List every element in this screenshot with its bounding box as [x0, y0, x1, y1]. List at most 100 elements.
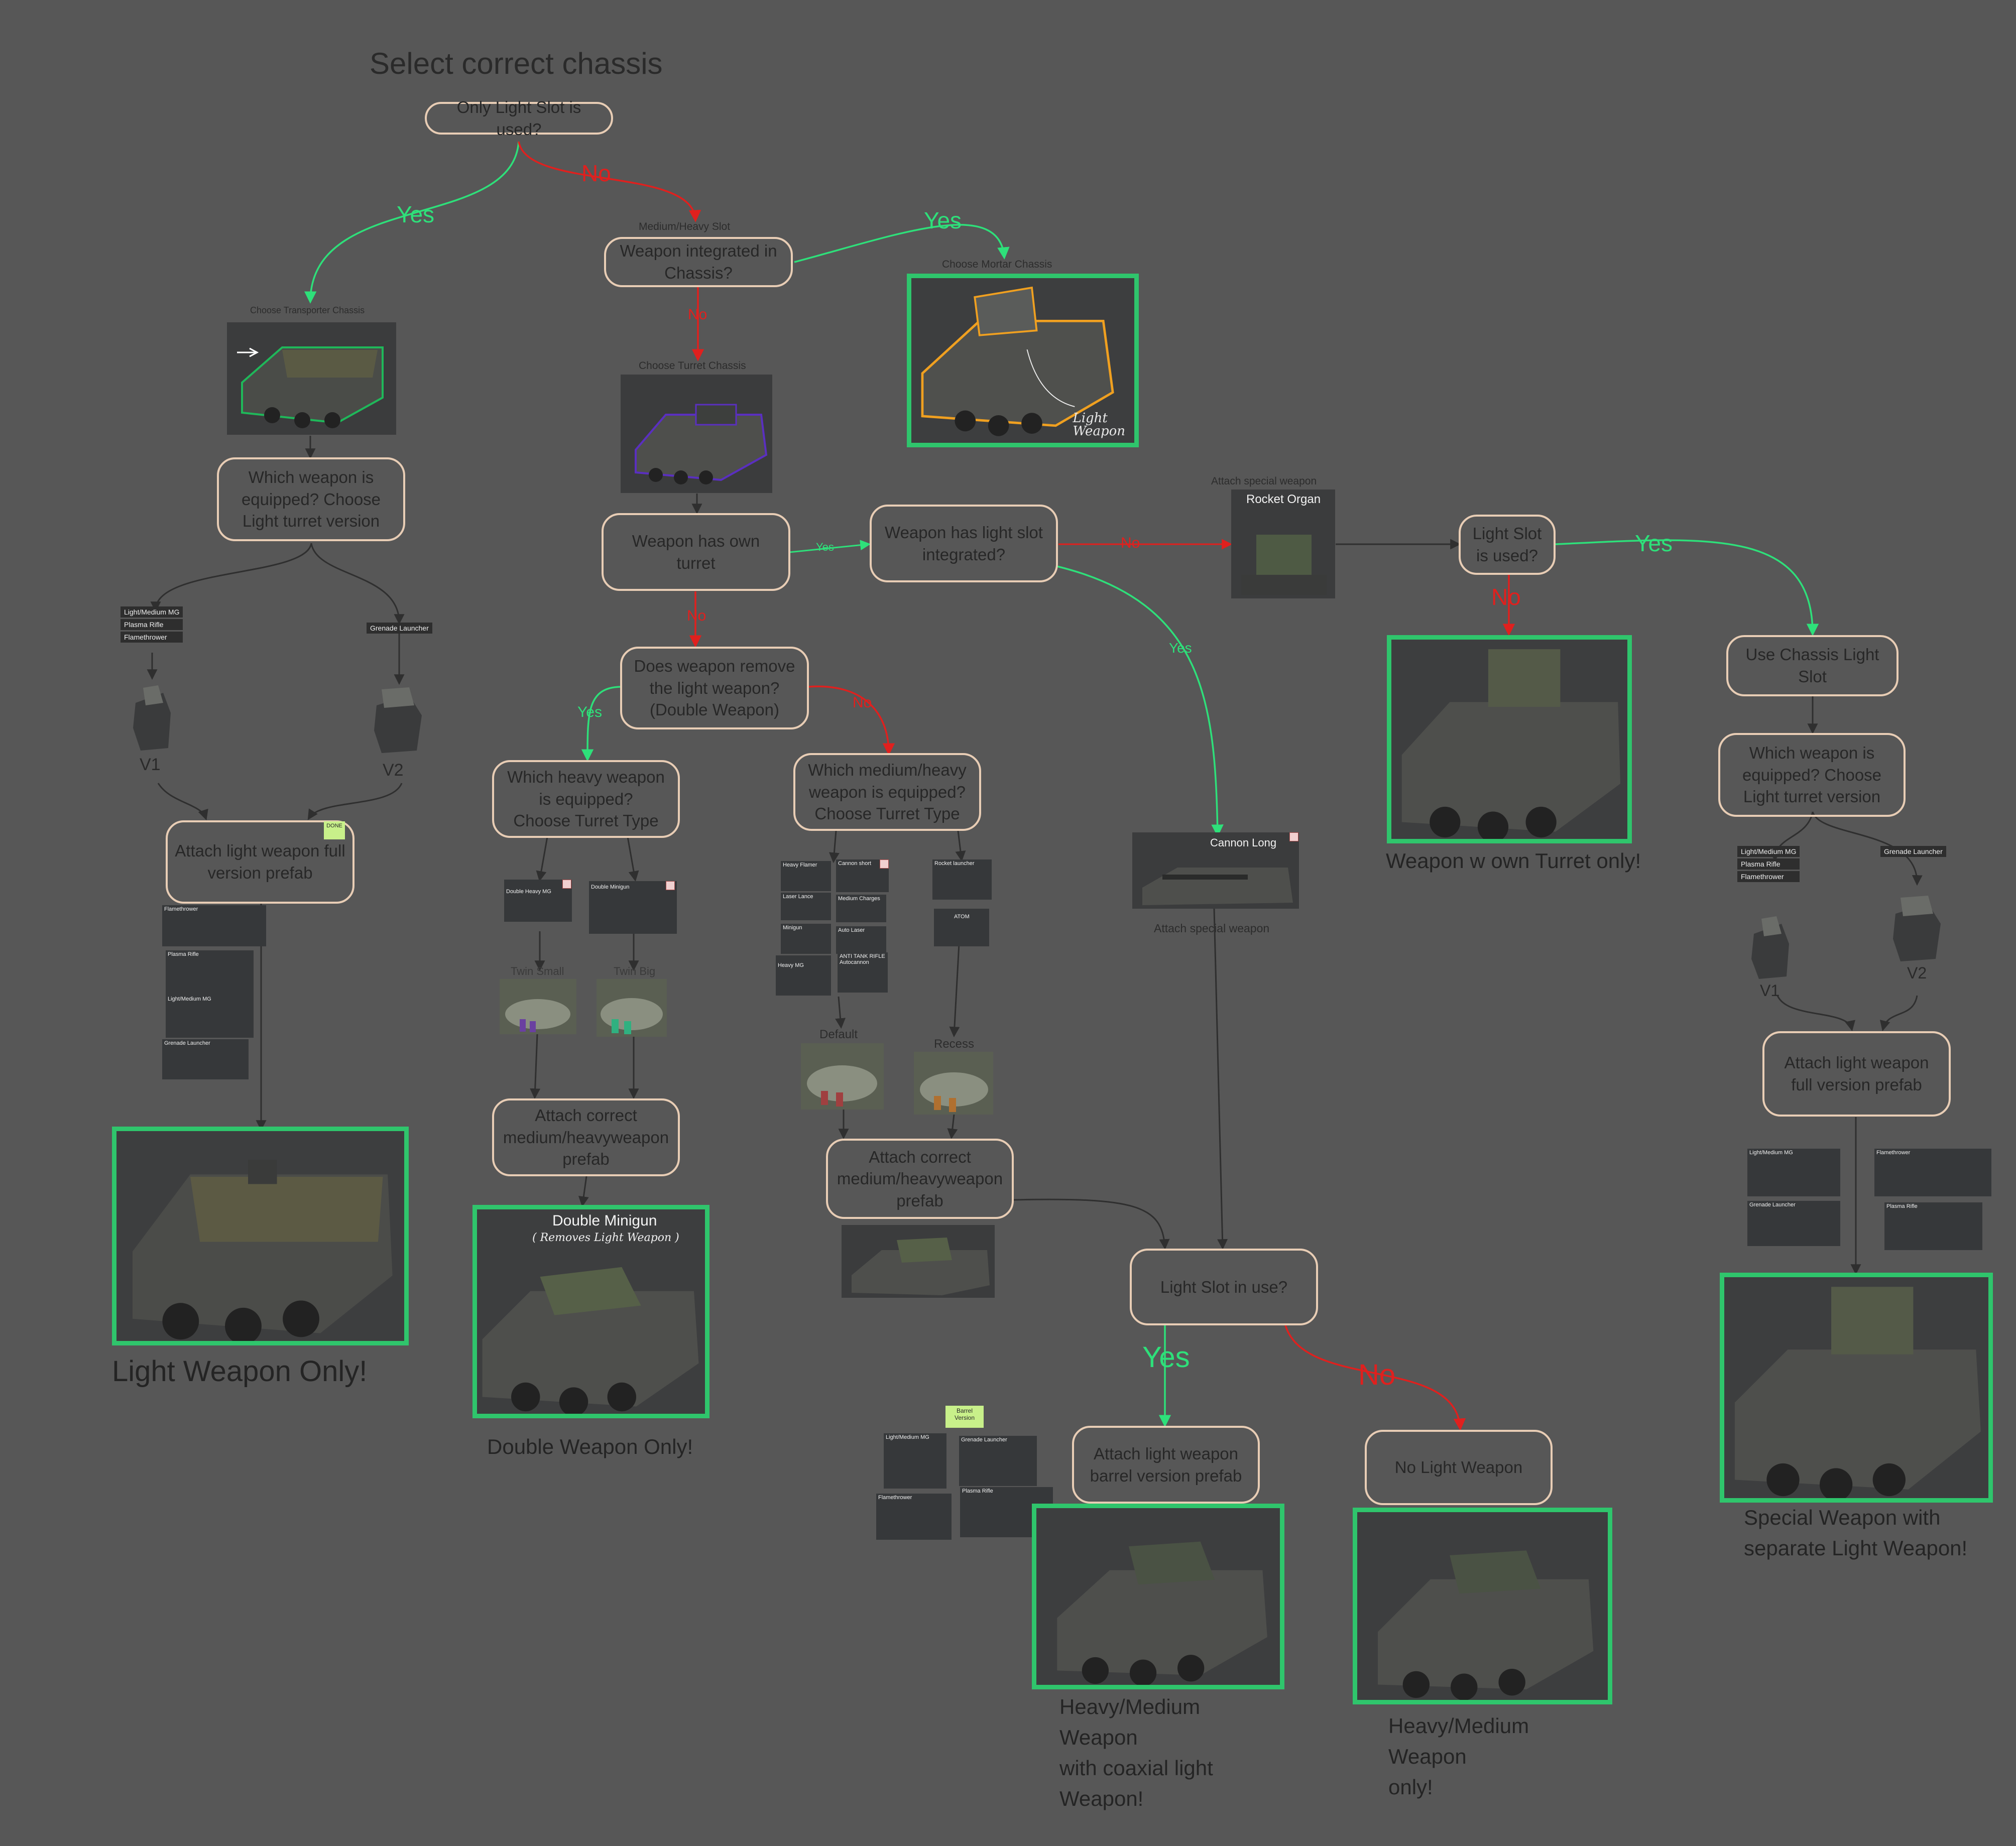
right-weapon-tag-group: Light/Medium MG Plasma Rifle Flamethrowe… — [1737, 846, 1800, 882]
result-light-weapon-only-text: Light Weapon Only! — [112, 1355, 368, 1388]
decision-double-weapon: Does weapon remove the light weapon? (Do… — [620, 647, 809, 729]
action-which-weapon-left: Which weapon is equipped? Choose Light t… — [217, 457, 405, 541]
label-v2-left: V2 — [383, 761, 404, 780]
edge-label-yes: Yes — [1142, 1341, 1190, 1374]
label-rocket-organ: Rocket Organ — [1246, 493, 1321, 506]
twin-big-icon — [601, 998, 663, 1034]
edge-medium-grid — [828, 830, 840, 864]
thumb-anti-tank-rifle: ANTI TANK RIFLE Autocannon — [838, 952, 888, 993]
thumb-minigun: Minigun — [781, 924, 831, 954]
apc-rocket-organ-icon — [1401, 649, 1620, 839]
apc-medium-icon — [852, 1238, 990, 1295]
barrel-version-sticky: Barrel Version — [945, 1406, 984, 1428]
label-choose-mortar: Choose Mortar Chassis — [942, 259, 1052, 270]
edge-which-v2group — [310, 543, 405, 625]
label-v1-right: V1 — [1760, 981, 1780, 1000]
edge-label-yes: Yes — [816, 541, 834, 553]
thumb-atom: ATOM — [934, 909, 989, 946]
recess-turret-icon — [920, 1072, 988, 1112]
label-v1-left: V1 — [140, 755, 161, 774]
apc-heavy-only-icon — [1378, 1550, 1594, 1700]
action-attach-heavy-mid: Attach correct medium/heavyweapon prefab — [826, 1139, 1014, 1219]
weapon-thumb-grenade-launcher: Grenade Launcher — [162, 1039, 249, 1079]
edge-label-no: No — [688, 306, 707, 323]
edge-which-v2r — [1812, 811, 1923, 886]
edge-yes-chassisslot — [1555, 539, 1819, 636]
apc-special-weapon-icon — [1734, 1287, 1981, 1498]
barrel-thumb-grenade-launcher: Grenade Launcher — [959, 1436, 1037, 1486]
edge-attach-double — [578, 1176, 589, 1207]
edge-twinsmall-attach — [530, 1034, 541, 1099]
mortar-chassis-icon — [921, 286, 1114, 436]
edge-yes-lightslot — [789, 540, 871, 553]
label-medium-heavy-slot: Medium/Heavy Slot — [639, 221, 731, 232]
action-no-light-weapon: No Light Weapon — [1365, 1430, 1553, 1505]
left-weapon-tag-group: Light/Medium MG Plasma Rifle Flamethrowe… — [121, 606, 183, 643]
decision-light-slot-used: Light Slot is used? — [1459, 515, 1556, 575]
decision-only-light-slot: Only Light Slot is used? — [425, 98, 613, 139]
edge-v2-attach — [307, 783, 403, 820]
default-turret-image — [801, 1043, 884, 1110]
result-heavy-only-text: Heavy/Medium Weapon only! — [1388, 1714, 1529, 1799]
edge-label-no: No — [687, 607, 706, 624]
result-heavy-only-frame — [1353, 1508, 1612, 1704]
v2-turret-icon — [1893, 896, 1941, 961]
tag-grenade-launcher-right: Grenade Launcher — [1880, 846, 1946, 857]
decision-weapon-integrated: Weapon integrated in Chassis? — [604, 237, 793, 287]
result-own-turret-text: Weapon w own Turret only! — [1386, 849, 1641, 873]
edge-heavy-big — [627, 836, 639, 882]
red-tag — [1289, 832, 1298, 841]
tag-plasma-rifle: Plasma Rifle — [121, 619, 183, 630]
tag-light-medium-mg: Light/Medium MG — [1737, 846, 1800, 857]
rocket-organ-image: Rocket Organ — [1231, 489, 1335, 598]
action-attach-light-left: Attach light weapon full version prefab — [166, 820, 354, 904]
v1-turret-icon — [1751, 916, 1789, 979]
result-own-turret-frame — [1387, 635, 1632, 843]
result-light-weapon-only-frame — [112, 1127, 409, 1345]
apc-double-minigun-icon — [482, 1267, 699, 1414]
label-attach-special-bottom: Attach special weapon — [1154, 922, 1270, 935]
edge-label-no: No — [853, 694, 872, 711]
edge-yes-mortar — [794, 224, 1010, 263]
weapon-thumb-light-mg: Light/Medium MG — [166, 995, 254, 1038]
action-attach-light-right: Attach light weapon full version prefab — [1762, 1031, 1951, 1117]
action-use-chassis-light-slot: Use Chassis Light Slot — [1726, 635, 1899, 696]
thumb-auto-laser: Auto Laser — [836, 926, 886, 954]
edge-label-yes: Yes — [924, 207, 962, 233]
result-coaxial-text: Heavy/Medium Weapon with coaxial light W… — [1059, 1695, 1213, 1810]
default-turret-icon — [807, 1065, 877, 1106]
result-double-weapon-text: Double Weapon Only! — [487, 1435, 693, 1458]
edge-medium-rocket — [955, 830, 966, 862]
thumb-heavy-flamer: Heavy Flamer — [781, 861, 831, 891]
twin-small-turret-image — [500, 979, 576, 1034]
edge-cannon-lightslotuse — [1213, 908, 1228, 1250]
edge-v2r-attach — [1879, 995, 1918, 1032]
label-cannon-long: Cannon Long — [1210, 836, 1277, 849]
v2-turret-icon — [374, 687, 422, 753]
cannon-long-icon — [1142, 868, 1293, 905]
apc-coaxial-icon — [1057, 1541, 1267, 1685]
action-which-weapon-right: Which weapon is equipped? Choose Light t… — [1718, 733, 1906, 817]
edge-v1r-attach — [1776, 995, 1855, 1032]
edge-no-medium — [518, 141, 701, 222]
tag-flamethrower: Flamethrower — [121, 632, 183, 643]
edge-label-no: No — [581, 160, 611, 186]
rocket-organ-icon — [1241, 535, 1327, 595]
decision-light-slot-integrated: Weapon has light slot integrated? — [870, 505, 1058, 582]
label-twin-big: Twin Big — [614, 965, 656, 977]
thumb-heavy-mg: Heavy MG — [776, 955, 831, 996]
twin-small-icon — [505, 999, 570, 1032]
edge-label-yes: Yes — [1169, 640, 1192, 656]
label-attach-special-top: Attach special weapon — [1211, 475, 1317, 487]
edge-attach-lightinuse — [1013, 1198, 1170, 1250]
decision-own-turret: Weapon has own turret — [602, 513, 790, 591]
transporter-chassis-icon — [237, 346, 384, 428]
edge-v1-attach — [157, 783, 208, 820]
action-which-medium: Which medium/heavy weapon is equipped? C… — [793, 753, 981, 831]
label-choose-turret: Choose Turret Chassis — [639, 360, 746, 372]
thumb-rocket-launcher: Rocket launcher — [932, 859, 992, 900]
edge-yes-transporter — [304, 141, 520, 304]
edge-heavy-small — [536, 836, 548, 882]
edge-atom-recess — [949, 943, 960, 1038]
